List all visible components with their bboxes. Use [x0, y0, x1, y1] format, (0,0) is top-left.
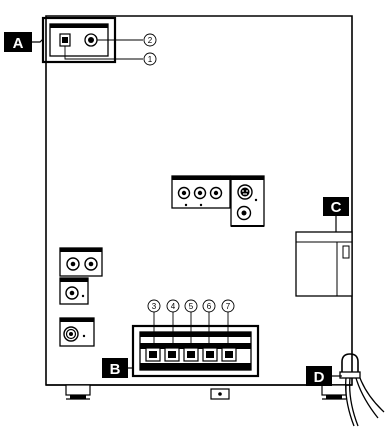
rca-jack-icon — [66, 257, 80, 271]
callout-7: 7 — [221, 299, 235, 348]
callout-7-text: 7 — [226, 302, 231, 311]
antenna-jack-panel — [59, 317, 95, 347]
callout-1: 1 — [64, 46, 157, 66]
callout-1-text: 1 — [148, 55, 153, 64]
rca-jack-icon — [177, 186, 191, 200]
speaker-terminal-icon — [202, 344, 218, 362]
label-c: C — [323, 197, 349, 232]
rca-jack-icon — [193, 186, 207, 200]
s-video-panel — [230, 175, 265, 227]
rca-jack-icon — [84, 257, 98, 271]
label-a-text: A — [13, 35, 24, 52]
callout-5: 5 — [184, 299, 198, 348]
antenna-connector-icon — [63, 326, 79, 342]
label-c-text: C — [331, 199, 342, 216]
callout-6: 6 — [202, 299, 216, 348]
label-d-text: D — [314, 369, 325, 386]
callout-6-text: 6 — [207, 302, 212, 311]
callout-4-text: 4 — [171, 302, 176, 311]
section-b-panel — [131, 324, 260, 378]
rca-jack-icon — [209, 186, 223, 200]
bottom-slot — [210, 388, 230, 400]
callout-2: 2 — [97, 33, 157, 47]
callout-3: 3 — [147, 299, 161, 348]
audio-jack-panel-lower — [59, 277, 89, 305]
speaker-terminal-icon — [164, 344, 180, 362]
right-foot — [321, 384, 347, 400]
label-d: D — [306, 366, 342, 386]
callout-3-text: 3 — [152, 302, 157, 311]
audio-jack-panel-upper — [59, 247, 103, 277]
callout-2-text: 2 — [148, 36, 153, 45]
rca-jack-icon — [65, 286, 79, 300]
label-b-text: B — [110, 361, 121, 378]
section-c-panel — [295, 231, 353, 297]
callout-5-text: 5 — [189, 302, 194, 311]
optical-port-icon — [59, 33, 71, 47]
speaker-terminal-icon — [221, 344, 237, 362]
av-rca-jack-panel — [171, 175, 231, 209]
callout-4: 4 — [166, 299, 180, 348]
label-a: A — [4, 32, 44, 52]
speaker-terminal-icon — [145, 344, 161, 362]
s-video-jack-icon — [237, 184, 253, 200]
left-foot — [65, 384, 91, 400]
rca-jack-icon — [236, 205, 252, 221]
label-b: B — [102, 358, 133, 378]
cable-clamp — [339, 353, 385, 427]
coaxial-jack-icon — [84, 33, 98, 47]
